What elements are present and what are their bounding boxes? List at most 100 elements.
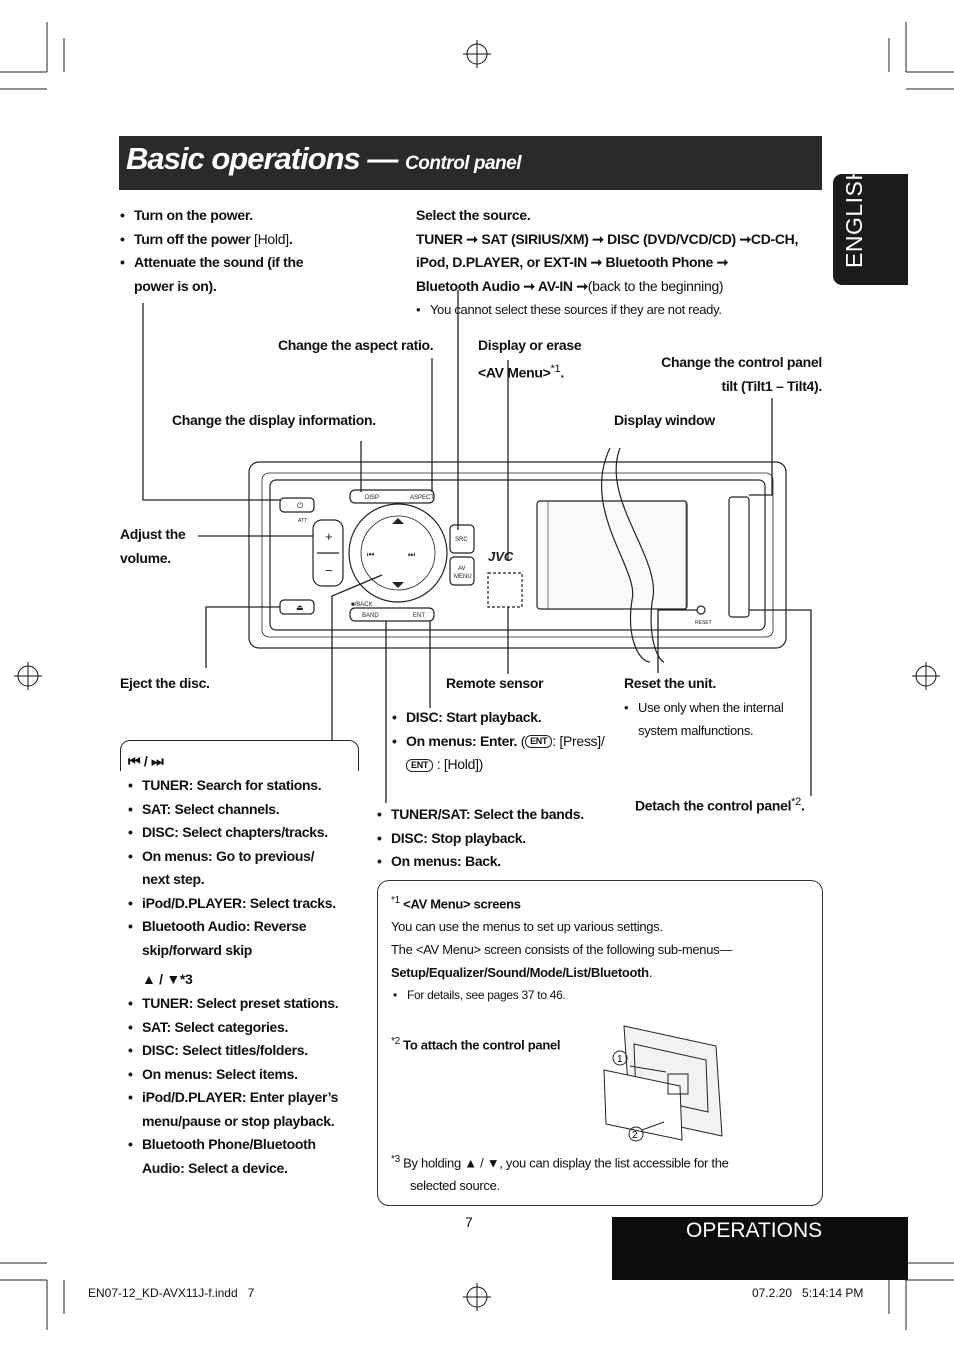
step-2-label: 2: [632, 1130, 638, 1141]
updown-list: TUNER: Select preset stations. SAT: Sele…: [128, 992, 358, 1180]
note-3: *3 By holding ▲ / ▼, you can display the…: [391, 1154, 729, 1194]
prev-skip-icon: ⏮: [367, 550, 374, 559]
callout-eject: Eject the disc.: [120, 675, 210, 691]
callout-detach: Detach the control panel*2.: [635, 796, 805, 814]
list-item: iPod/D.PLAYER: Enter player’smenu/pause …: [128, 1086, 358, 1133]
disp-aspect-buttons: [349, 489, 435, 504]
section-tab-label: OPERATIONS: [686, 1219, 823, 1242]
registration-mark-bottom: [463, 1283, 491, 1311]
note-1: *1 <AV Menu> screens You can use the men…: [391, 889, 811, 1007]
page-title-sub: Control panel: [405, 153, 521, 174]
registration-mark-top: [463, 40, 491, 68]
list-item: TUNER: Search for stations.: [128, 774, 358, 798]
page-number: 7: [465, 1214, 473, 1230]
source-line-3: Bluetooth Audio ➞ AV-IN ➞: [416, 277, 588, 294]
callout-av-menu: Display or erase <AV Menu>*1.: [478, 337, 582, 381]
list-item: TUNER: Select preset stations.: [128, 992, 358, 1016]
list-item: On menus: Go to previous/next step.: [128, 845, 358, 892]
list-item: On menus: Back.: [377, 850, 617, 874]
language-tab: ENGLISH: [833, 164, 908, 285]
band-ent-buttons: [349, 607, 435, 622]
list-item: You cannot select these sources if they …: [416, 298, 836, 322]
control-dial-outer: [348, 503, 448, 603]
volume-minus-icon: −: [325, 563, 333, 578]
section-tab: OPERATIONS: [612, 1217, 908, 1280]
callout-remote: Remote sensor: [446, 675, 544, 691]
list-item: DISC: Select chapters/tracks.: [128, 821, 358, 845]
label-band: BAND: [362, 613, 379, 619]
callout-tilt: Change the control panel tilt (Tilt1 – T…: [661, 354, 822, 394]
source-block: Select the source. TUNER ➞ SAT (SIRIUS/X…: [416, 204, 836, 322]
registration-mark-left: [14, 662, 42, 690]
list-item: DISC: Select titles/folders.: [128, 1039, 358, 1063]
label-menu: MENU: [454, 574, 472, 580]
panel-curve-1: [600, 447, 651, 663]
list-item: TUNER/SAT: Select the bands.: [377, 803, 617, 827]
label-att: ATT: [298, 518, 307, 524]
list-item: On menus: Select items.: [128, 1063, 358, 1087]
label-src: SRC: [455, 537, 468, 543]
src-button: [449, 524, 475, 554]
source-line-2: iPod, D.PLAYER, or EXT-IN ➞ Bluetooth Ph…: [416, 254, 729, 270]
label-back: ■/BACK: [351, 602, 373, 608]
list-item: Turn on the power.: [120, 204, 350, 228]
source-heading: Select the source.: [416, 207, 531, 223]
detach-button-strip: [728, 496, 750, 618]
page-title-main: Basic operations —: [126, 141, 398, 176]
label-reset: RESET: [695, 620, 712, 626]
callout-volume: Adjust the volume.: [120, 526, 186, 566]
registration-mark-right: [912, 662, 940, 690]
callout-reset: Reset the unit. Use only when the intern…: [624, 672, 824, 742]
remote-sensor-area: [487, 572, 523, 608]
list-item: For details, see pages 37 to 46.: [393, 984, 811, 1007]
leader-lines: [142, 290, 812, 803]
page-title: Basic operations — Control panel: [126, 141, 521, 177]
power-icon: ⏻: [297, 501, 304, 510]
callout-display-info: Change the display information.: [172, 412, 376, 428]
label-aspect: ASPECT: [410, 495, 434, 501]
down-arrow-icon: [392, 582, 404, 588]
callout-aspect: Change the aspect ratio.: [278, 337, 434, 353]
next-skip-icon: ⏭: [408, 550, 415, 559]
ent-badge: ENT: [525, 735, 553, 749]
up-arrow-icon: [392, 518, 404, 524]
list-item: DISC: Start playback.: [392, 706, 632, 730]
updown-heading: ▲ / ▼*3: [142, 971, 193, 987]
callout-display-window: Display window: [614, 412, 715, 428]
list-item: On menus: Enter. (ENT: [Press]/: [392, 730, 632, 754]
skip-heading: ⏮ / ⏭: [128, 753, 164, 769]
label-ent: ENT: [413, 613, 425, 619]
step-1-label: 1: [617, 1054, 623, 1065]
list-item: Turn off the power [Hold].: [120, 228, 350, 252]
av-menu-button: [449, 556, 475, 586]
volume-rocker: [312, 519, 344, 587]
skip-bracket: [120, 740, 359, 771]
label-disp: DISP: [365, 495, 379, 501]
skip-list: TUNER: Search for stations. SAT: Select …: [128, 774, 358, 962]
source-line-1: TUNER ➞ SAT (SIRIUS/XM) ➞ DISC (DVD/VCD/…: [416, 230, 799, 247]
list-item: iPod/D.PLAYER: Select tracks.: [128, 892, 358, 916]
ent-badge: ENT: [406, 758, 434, 772]
panel-curve-2: [615, 447, 665, 663]
footer-file: EN07-12_KD-AVX11J-f.indd 7: [88, 1286, 255, 1300]
band-back-list: TUNER/SAT: Select the bands. DISC: Stop …: [377, 803, 617, 874]
footer-date: 07.2.20 5:14:14 PM: [752, 1286, 864, 1300]
title-bar: [119, 136, 822, 190]
list-item: DISC: Stop playback.: [377, 827, 617, 851]
label-av: AV: [458, 566, 466, 572]
volume-plus-icon: +: [325, 529, 333, 544]
list-item: SAT: Select categories.: [128, 1016, 358, 1040]
power-list: Turn on the power. Turn off the power [H…: [120, 204, 350, 298]
source-line-3-suffix: (back to the beginning): [587, 277, 724, 294]
unit-outer-frame: [248, 461, 787, 649]
disc-enter-block: DISC: Start playback. On menus: Enter. (…: [392, 706, 632, 777]
power-button: [279, 497, 315, 513]
notes-box: [377, 880, 823, 1206]
